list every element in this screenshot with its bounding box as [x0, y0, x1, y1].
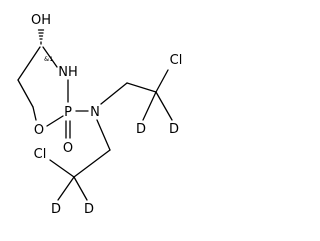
- atom-label-cl-lower: Cl: [34, 147, 47, 162]
- bond-ch2-cd2-lower: [73, 149, 111, 178]
- stereo-label: &1: [44, 55, 53, 63]
- hashed-wedge-bond: [37, 29, 45, 45]
- bond-o-p: [46, 115, 64, 127]
- bond-n-ch2-lower: [96, 119, 111, 151]
- atom-label-ring-o: O: [34, 123, 44, 138]
- bond-c5-c6: [17, 79, 34, 108]
- atom-label-amine-n: N: [90, 105, 100, 120]
- bond-cd2-d-upper-left: [142, 91, 157, 121]
- atom-label-d-upper-right: D: [169, 122, 179, 137]
- bond-c4-nh: [42, 46, 58, 68]
- bond-c6-o: [32, 106, 37, 121]
- bond-n-ch2-upper: [100, 82, 128, 105]
- atom-label-d-upper-left: D: [136, 122, 146, 137]
- atom-label-d-lower-left: D: [51, 202, 61, 217]
- bond-c4-c5: [17, 46, 41, 81]
- atom-label-hydroxyl: OH: [31, 13, 51, 28]
- bond-cd2-cl-lower: [49, 159, 75, 178]
- bond-cd2-d-lower-right: [73, 176, 88, 201]
- bond-cd2-d-lower-left: [57, 176, 75, 201]
- atom-label-oxo: O: [63, 141, 73, 156]
- atom-label-phosphorus: P: [64, 105, 72, 120]
- molecule-drawing: OH &1 NH O P O N Cl D D Cl D D: [17, 13, 183, 217]
- bond-cd2-cl-upper: [155, 69, 169, 93]
- bond-cd2-d-upper-right: [155, 91, 173, 121]
- molecule-structure: OH &1 NH O P O N Cl D D Cl D D: [17, 13, 183, 217]
- atom-label-cl-upper: Cl: [170, 53, 183, 68]
- atom-label-d-lower-right: D: [84, 202, 94, 217]
- atom-label-ring-nh: NH: [58, 65, 78, 80]
- bond-ch2-cd2-upper: [126, 82, 157, 93]
